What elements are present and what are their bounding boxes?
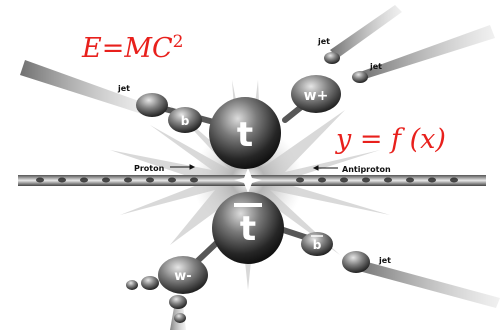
jet-blob-top — [324, 52, 340, 64]
particle-antitop-label: t — [240, 209, 256, 249]
particle-w-plus-label: w+ — [304, 88, 329, 104]
particle-w-minus-label: w- — [174, 269, 191, 284]
particle-b: b — [168, 107, 202, 133]
particle-top-label: t — [237, 115, 253, 155]
particle-b-label: b — [181, 114, 190, 128]
equation-mass-energy-exponent: 2 — [172, 32, 184, 52]
beam-line — [18, 168, 486, 193]
jet-blobs — [126, 52, 370, 323]
jet-blob-left-tiny — [126, 280, 138, 290]
label-proton: Proton — [134, 164, 165, 173]
jet-blob-upper-left — [136, 93, 168, 117]
label-jet-lower-right: jet — [379, 256, 391, 265]
jet-blob-left-small — [141, 276, 159, 290]
jet-blob-right — [352, 71, 368, 83]
label-jet-upper-left: jet — [118, 84, 130, 93]
particle-w-plus: w+ — [291, 75, 341, 113]
particle-antitop: t — [212, 192, 284, 264]
equation-mass-energy-base: E=MC — [82, 33, 173, 64]
particle-anti-b: b — [301, 232, 333, 256]
jet-streak-top — [330, 5, 402, 58]
jet-streaks — [20, 5, 500, 330]
equation-function: y = f (x) — [336, 124, 446, 155]
jet-blob-bottom-2 — [174, 313, 186, 323]
equation-mass-energy: E=MC2 — [82, 32, 183, 64]
jet-blob-bottom — [169, 295, 187, 309]
label-antiproton: Antiproton — [342, 165, 391, 174]
particle-anti-b-label: b — [313, 238, 322, 252]
label-jet-right: jet — [370, 62, 382, 71]
jet-streak-right — [360, 25, 495, 80]
jet-streak-lower-right — [355, 260, 500, 308]
jet-blob-lower-right — [342, 251, 370, 273]
beam-arrows — [170, 164, 338, 171]
jet-streak-upper-left — [20, 60, 150, 115]
particle-top: t — [209, 97, 281, 169]
label-jet-top: jet — [318, 37, 330, 46]
particle-w-minus: w- — [158, 256, 208, 294]
